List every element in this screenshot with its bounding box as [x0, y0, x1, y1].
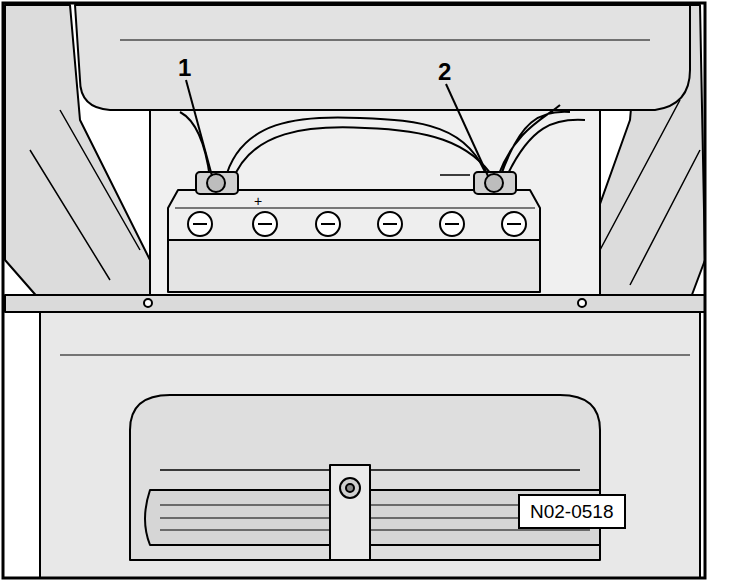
- callout-number: 1: [178, 56, 191, 80]
- figure-number: N02-0518: [530, 502, 624, 521]
- figure-number-box: N02-0518: [518, 494, 626, 529]
- polarity-mark: +: [254, 194, 262, 208]
- callout-number: 2: [438, 60, 451, 84]
